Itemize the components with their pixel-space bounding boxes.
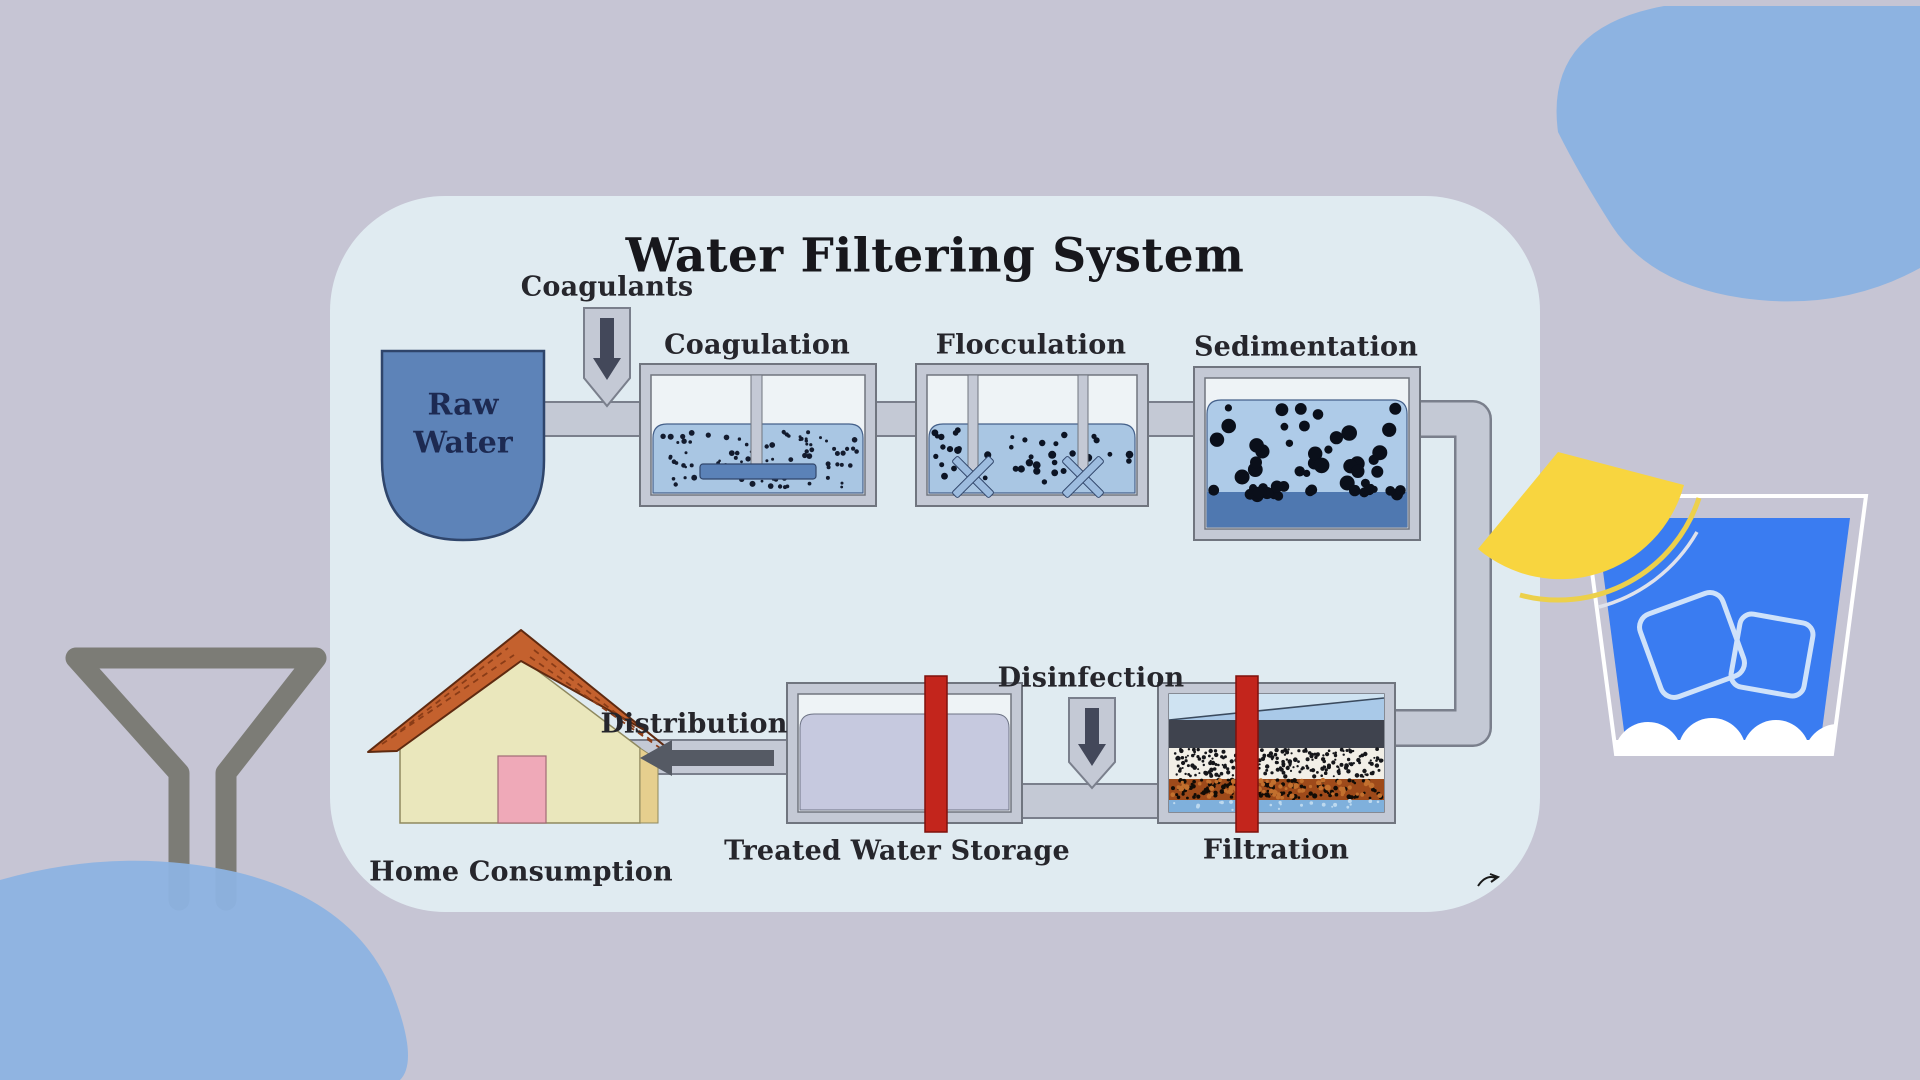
blob-top-right: [1556, 6, 1920, 302]
house-door: [497, 755, 547, 824]
filtration-tank: [1157, 675, 1396, 833]
label-disinfection: Disinfection: [997, 662, 1185, 694]
settled-particles-row: [1208, 480, 1406, 503]
down-arrow-icon: [1078, 708, 1106, 766]
label-raw-water: Raw Water: [413, 387, 513, 461]
foam-bubble: [1804, 724, 1866, 754]
water-surface-line: [1168, 697, 1385, 721]
lemon-arc: [1519, 497, 1702, 603]
left-arrow-icon: [640, 740, 774, 776]
ice-cube-icon: [1637, 590, 1747, 700]
label-distribution: Distribution: [600, 708, 788, 740]
label-coagulation: Coagulation: [664, 329, 850, 361]
label-filtration: Filtration: [1202, 834, 1350, 866]
red-outlet-pipe: [1235, 675, 1259, 833]
stirrer-paddle: [699, 463, 817, 480]
stirrer-shaft: [967, 374, 979, 472]
sand-speckles: [1173, 747, 1384, 779]
stirrer-shaft: [750, 374, 763, 476]
stored-treated-water: [799, 713, 1010, 811]
pipe-filtration-to-storage: [1007, 783, 1173, 819]
lemon-slice-icon: [1478, 452, 1684, 580]
x-paddle: [1062, 456, 1104, 498]
funnel-icon: [65, 647, 327, 911]
arrow-shaft: [668, 750, 774, 766]
house-roof: [367, 629, 677, 756]
label-treated-water-storage: Treated Water Storage: [724, 835, 1070, 867]
sedimentation-tank: [1193, 366, 1421, 541]
raw-water-tank: [380, 349, 546, 542]
label-sedimentation: Sedimentation: [1193, 331, 1419, 363]
down-arrow-icon: [593, 318, 621, 380]
red-inlet-pipe: [924, 675, 948, 833]
page-title: Water Filtering System: [625, 228, 1245, 284]
glass-outline: [1579, 494, 1869, 756]
settled-sediment-layer: [1207, 492, 1407, 527]
foam-bubble: [1614, 722, 1682, 754]
coagulation-tank: [639, 363, 877, 507]
flocculation-tank: [915, 363, 1149, 507]
blob-bottom-left: [0, 860, 408, 1080]
signature-mark: [1477, 873, 1501, 887]
foam-bubble: [1742, 720, 1810, 754]
treated-water-storage-tank: [786, 675, 1023, 833]
label-coagulants: Coagulants: [520, 271, 694, 303]
label-home-consumption: Home Consumption: [369, 856, 673, 888]
roof-shingles-left: [381, 647, 515, 745]
house-wall: [399, 657, 641, 824]
pipe-sedimentation-to-filtration-elbow: [1392, 400, 1492, 747]
activated-carbon-layer: [1169, 720, 1384, 748]
roof-shingles-right: [529, 649, 661, 749]
filtered-water-bottom: [1169, 800, 1384, 812]
label-flocculation: Flocculation: [935, 329, 1127, 361]
arrow-head: [640, 740, 672, 776]
x-paddle: [952, 456, 994, 498]
highlight-arc: [1598, 531, 1699, 609]
disinfection-feed: [1068, 697, 1116, 790]
settling-particles: [1209, 402, 1402, 491]
stirrer-shaft: [1077, 374, 1089, 472]
coagulants-feed: [583, 307, 631, 408]
house-illustration: [367, 629, 677, 824]
ice-cube-icon: [1728, 611, 1816, 699]
